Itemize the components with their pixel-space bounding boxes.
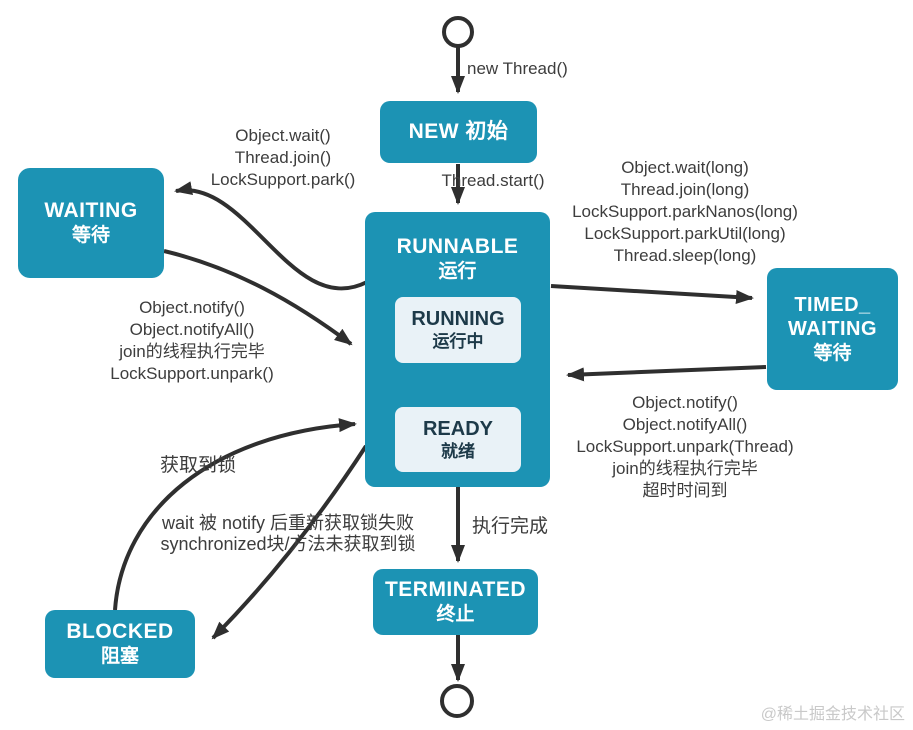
state-waiting: WAITING 等待 [18,168,164,278]
state-blocked: BLOCKED 阻塞 [45,610,195,678]
state-runnable-label-zh: 运行 [438,261,477,283]
state-waiting-label-zh: 等待 [71,225,110,247]
state-timed-waiting-label-en2: WAITING [787,317,878,340]
end-node [440,684,474,718]
state-new-label: NEW 初始 [408,120,509,144]
state-ready: READY 就绪 [395,407,521,472]
edge-label-new-thread: new Thread() [467,59,568,78]
watermark: @稀土掘金技术社区 [760,706,905,723]
state-timed-waiting-label-zh: 等待 [813,342,852,364]
edge-label-blocked-to-runnable: 获取到锁 [159,455,237,476]
edge-runnable-to-blocked [211,444,368,640]
edge-runnable-to-timed-waiting [550,284,754,305]
edge-label-runnable-to-blocked: wait 被 notify 后重新获取锁失败 synchronized块/方法未… [160,513,416,554]
edge-runnable-to-waiting [174,181,368,291]
state-running-label-en: RUNNING [411,308,505,331]
state-waiting-label-en: WAITING [44,199,138,222]
state-running-label-zh: 运行中 [432,332,484,352]
start-node [442,16,474,48]
state-ready-label-en: READY [422,417,493,440]
edge-label-waiting-to-runnable: Object.notify() Object.notifyAll() join的… [110,298,274,383]
edge-label-runnable-to-terminated: 执行完成 [471,516,549,537]
state-running: RUNNING 运行中 [395,297,521,363]
edge-timed-waiting-to-runnable [566,365,767,382]
state-new: NEW 初始 [380,101,537,163]
edge-blocked-to-runnable [113,418,357,611]
state-terminated-label-en: TERMINATED [384,578,527,601]
state-timed-waiting: TIMED_ WAITING 等待 [767,268,898,390]
state-runnable-label-en: RUNNABLE [396,235,519,258]
edge-label-runnable-to-waiting: Object.wait() Thread.join() LockSupport.… [210,126,356,189]
edge-waiting-to-runnable [163,249,353,346]
state-ready-label-zh: 就绪 [441,441,475,461]
state-blocked-label-zh: 阻塞 [100,646,139,668]
state-terminated-label-zh: 终止 [436,604,475,626]
edge-label-thread-start: Thread.start() [441,171,545,190]
edge-label-runnable-to-timed-waiting: Object.wait(long) Thread.join(long) Lock… [572,158,798,265]
state-terminated: TERMINATED 终止 [373,569,538,635]
edge-label-timed-waiting-to-runnable: Object.notify() Object.notifyAll() LockS… [576,393,794,500]
state-timed-waiting-label-en1: TIMED_ [794,293,871,316]
state-blocked-label-en: BLOCKED [66,620,174,643]
